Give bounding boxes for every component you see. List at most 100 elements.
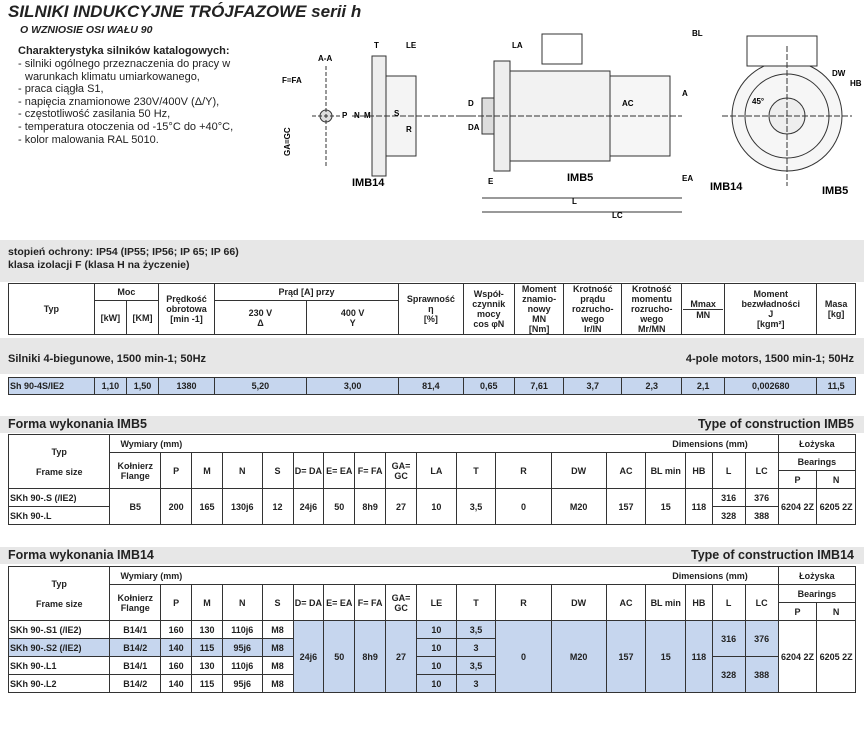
hdr-le: LE (416, 584, 457, 621)
hdr-bn: N (816, 602, 856, 621)
cell-t: 3,5 (455, 620, 497, 639)
label-aa: A-A (318, 54, 332, 63)
cell-type: SKh 90-.S2 (/IE2) (7, 638, 111, 657)
band-4pole-left: Silniki 4-biegunowe, 1500 min-1; 50Hz (8, 353, 207, 365)
insulation-line: klasa izolacji F (klasa H na życzenie) (8, 259, 190, 271)
spr-unit: [%] (423, 314, 438, 324)
moment-label: Moment znamio- nowy (521, 284, 557, 314)
v230-sym: Δ (257, 317, 264, 328)
predkosc-unit: [min -1] (170, 314, 203, 324)
mmax-num: Mmax (683, 299, 724, 310)
col-predkosc: Prędkość obrotowa[min -1] (158, 283, 215, 335)
hdr-d: D= DA (292, 584, 325, 621)
cell-m: 130 (191, 656, 223, 675)
label-e: E (488, 177, 494, 186)
char-item: - silniki ogólnego przeznaczenia do prac… (18, 58, 231, 70)
char-item: - praca ciągła S1, (18, 83, 104, 96)
kr-mom-sym: Mr/MN (637, 324, 666, 334)
table-row: SKh 90-.L 328 388 (7, 506, 856, 525)
cell-l: 316 (711, 488, 746, 507)
hdr-ac: AC (605, 584, 647, 621)
cell-mass: 11,5 (816, 377, 856, 395)
cell-bp: 6204 2Z (777, 488, 818, 525)
cell-le: 10 (416, 620, 457, 639)
flange-label: Flange (120, 602, 150, 613)
table-row: SKh 90-.L2 B14/2 140 115 95j6 M8 10 3 (7, 674, 856, 693)
page-title: SILNIKI INDUKCYJNE TRÓJFAZOWE serii h (8, 2, 362, 21)
hdr-n: N (221, 452, 263, 489)
bezwl-unit: [kgm²] (756, 319, 785, 329)
label-p: P (342, 111, 348, 120)
kolnierz-label: Kołnierz (117, 592, 154, 603)
cell-m: 115 (191, 638, 223, 657)
cell-i400: 3,00 (306, 377, 400, 395)
kr-mom-label: Krotność momentu rozrucho- wego (630, 284, 673, 324)
char-item: - kolor malowania RAL 5010. (18, 133, 159, 146)
cell-type: SKh 90-.L (7, 506, 111, 525)
hdr-lc: LC (744, 584, 779, 621)
hdr-d: D= DA (292, 452, 325, 489)
col-moc: Moc (93, 283, 160, 301)
cell-t: 3 (455, 674, 497, 693)
cell-s: M8 (261, 656, 294, 675)
cell-mmax: 2,1 (681, 377, 726, 395)
char-item: - napięcia znamionowe 230V/400V (Δ/Y), (18, 95, 220, 108)
hdr-bp: P (777, 602, 818, 621)
label-imb14b: IMB14 (710, 181, 743, 193)
col-typ: Typ (8, 283, 95, 335)
hdr-hb: HB (685, 452, 713, 489)
cell-e: 50 (323, 620, 356, 693)
col-prad: Prąd [A] przy (213, 283, 400, 301)
cell-p: 200 (160, 488, 193, 525)
imb5-header: Forma wykonania IMB5 Type of constructio… (0, 416, 864, 433)
spr-sym: η (428, 304, 434, 314)
label-bl: BL (692, 29, 703, 38)
label-lc: LC (612, 211, 623, 220)
hdr-la: LA (416, 452, 457, 489)
cell-n: 110j6 (221, 656, 263, 675)
cell-l: 328 (711, 656, 746, 693)
cell-flange: B14/2 (109, 638, 162, 657)
col-masa: Masa[kg] (816, 283, 856, 335)
table-row: Sh 90-4S/IE2 1,10 1,50 1380 5,20 3,00 81… (8, 377, 856, 395)
label-ea: EA (682, 174, 693, 183)
cell-lc: 388 (744, 506, 779, 525)
masa-label: Masa (824, 299, 848, 309)
hdr-dimensions: Dimensions (mm) (385, 434, 779, 453)
label-a: A (682, 89, 688, 98)
cell-t: 3,5 (455, 488, 497, 525)
char-item: warunkach klimatu umiarkowanego, (25, 70, 200, 83)
label-dw: DW (832, 69, 846, 78)
kr-prad-label: Krotność prądu rozrucho- wego (572, 284, 614, 324)
protection-info: stopień ochrony: IP54 (IP55; IP56; IP 65… (8, 246, 239, 272)
cell-ga: 27 (385, 488, 417, 525)
hdr-bn: N (816, 470, 856, 489)
hdr-s: S (261, 584, 294, 621)
motor-drawing: A-A F=FA GA=GC P N M T LE S R IMB14 LA D… (282, 29, 862, 220)
hdr-dimensions: Dimensions (mm) (385, 566, 779, 585)
cell-lc: 376 (744, 620, 779, 657)
col-km: [KM] (125, 300, 160, 335)
cell-i230: 5,20 (213, 377, 308, 395)
cell-j: 0,002680 (724, 377, 818, 395)
cell-mrmn: 2,3 (621, 377, 683, 395)
cell-km: 1,50 (125, 377, 160, 395)
label-ac: AC (622, 99, 634, 108)
cell-irin: 3,7 (563, 377, 623, 395)
motor-table: Sh 90-4S/IE2 1,10 1,50 1380 5,20 3,00 81… (8, 377, 856, 395)
hdr-lozyska: Łożyska (777, 434, 857, 453)
cell-m: 130 (191, 620, 223, 639)
band-4pole-right: 4-pole motors, 1500 min-1; 50Hz (685, 353, 854, 365)
cell-lc: 376 (744, 488, 779, 507)
cell-s: 12 (261, 488, 294, 525)
cell-hb: 118 (685, 488, 713, 525)
predkosc-label: Prędkość obrotowa (166, 294, 207, 314)
hdr-bearings: Bearings (777, 452, 857, 471)
cell-p: 140 (160, 638, 193, 657)
